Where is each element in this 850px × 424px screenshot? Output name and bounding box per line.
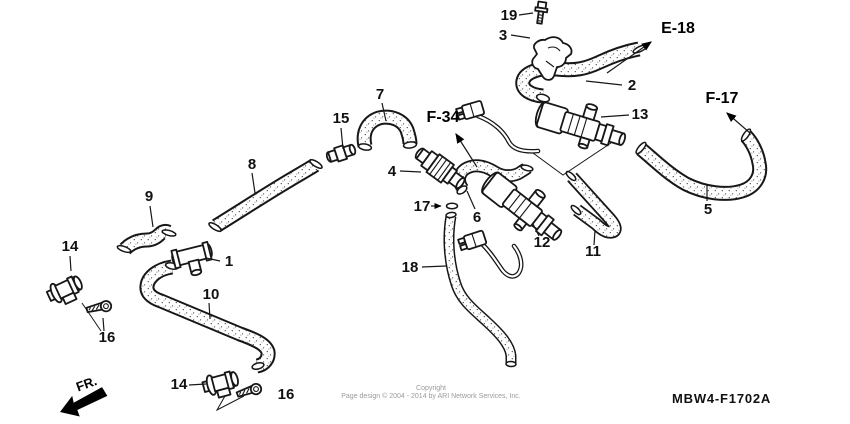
copyright-line-2: Page design © 2004 - 2014 by ARI Network… — [341, 392, 521, 400]
callout-2[interactable]: 2 — [628, 77, 636, 94]
hose-7 — [364, 117, 410, 146]
callout-10[interactable]: 10 — [203, 286, 220, 303]
joint-14-upper — [43, 271, 88, 311]
callout-6[interactable]: 6 — [473, 209, 481, 226]
ref-f34[interactable]: F-34 — [427, 109, 460, 126]
callout-8[interactable]: 8 — [248, 156, 256, 173]
ref-e18[interactable]: E-18 — [661, 20, 695, 37]
valve-4 — [414, 147, 466, 190]
callout-14-upper[interactable]: 14 — [62, 238, 79, 255]
callout-13[interactable]: 13 — [632, 106, 649, 123]
screw-16-lower — [235, 381, 263, 400]
assembly-lines — [81, 142, 612, 412]
front-direction-indicator: FR. — [60, 373, 108, 417]
callout-9[interactable]: 9 — [145, 188, 153, 205]
hose-5 — [641, 136, 760, 193]
front-label: FR. — [74, 373, 99, 394]
callout-1[interactable]: 1 — [225, 253, 233, 270]
hose-10 — [147, 267, 268, 366]
parts — [43, 0, 633, 402]
reference-arrows — [455, 41, 751, 168]
front-arrow-icon — [60, 387, 108, 417]
callout-16-upper[interactable]: 16 — [99, 329, 116, 346]
ref-f17[interactable]: F-17 — [706, 90, 739, 107]
hoses — [125, 49, 760, 366]
callout-3[interactable]: 3 — [499, 27, 507, 44]
oring-17 — [445, 202, 459, 210]
hose-8 — [216, 165, 315, 226]
copyright-line-1: Copyright — [416, 385, 446, 392]
callout-11[interactable]: 11 — [585, 243, 601, 260]
callout-4[interactable]: 4 — [388, 163, 397, 180]
wires — [454, 99, 541, 279]
reference-labels: E-18 F-34 F-17 — [427, 20, 739, 126]
callout-16-lower[interactable]: 16 — [278, 386, 295, 403]
bolt-19 — [534, 0, 549, 25]
callout-18[interactable]: 18 — [402, 259, 419, 276]
tee-joint-1 — [170, 241, 213, 277]
callout-17[interactable]: 17 — [414, 198, 431, 215]
callout-labels: 1 2 3 4 5 6 7 8 9 10 11 12 13 14 14 15 1… — [62, 7, 713, 403]
callout-12[interactable]: 12 — [534, 234, 551, 251]
diagram-code: MBW4-F1702A — [672, 391, 771, 406]
callout-19[interactable]: 19 — [501, 7, 518, 24]
joint-15 — [325, 143, 357, 163]
connector-lower — [456, 229, 488, 253]
screw-16-upper — [84, 296, 113, 317]
callout-14-lower[interactable]: 14 — [171, 376, 188, 393]
callout-5[interactable]: 5 — [704, 201, 712, 218]
callout-7[interactable]: 7 — [376, 86, 384, 103]
hose-11 — [572, 177, 615, 232]
leader-lines — [69, 12, 708, 386]
bracket-3 — [531, 36, 573, 81]
callout-15[interactable]: 15 — [333, 110, 350, 127]
hose-9 — [125, 231, 168, 249]
joint-14-lower — [200, 367, 243, 402]
